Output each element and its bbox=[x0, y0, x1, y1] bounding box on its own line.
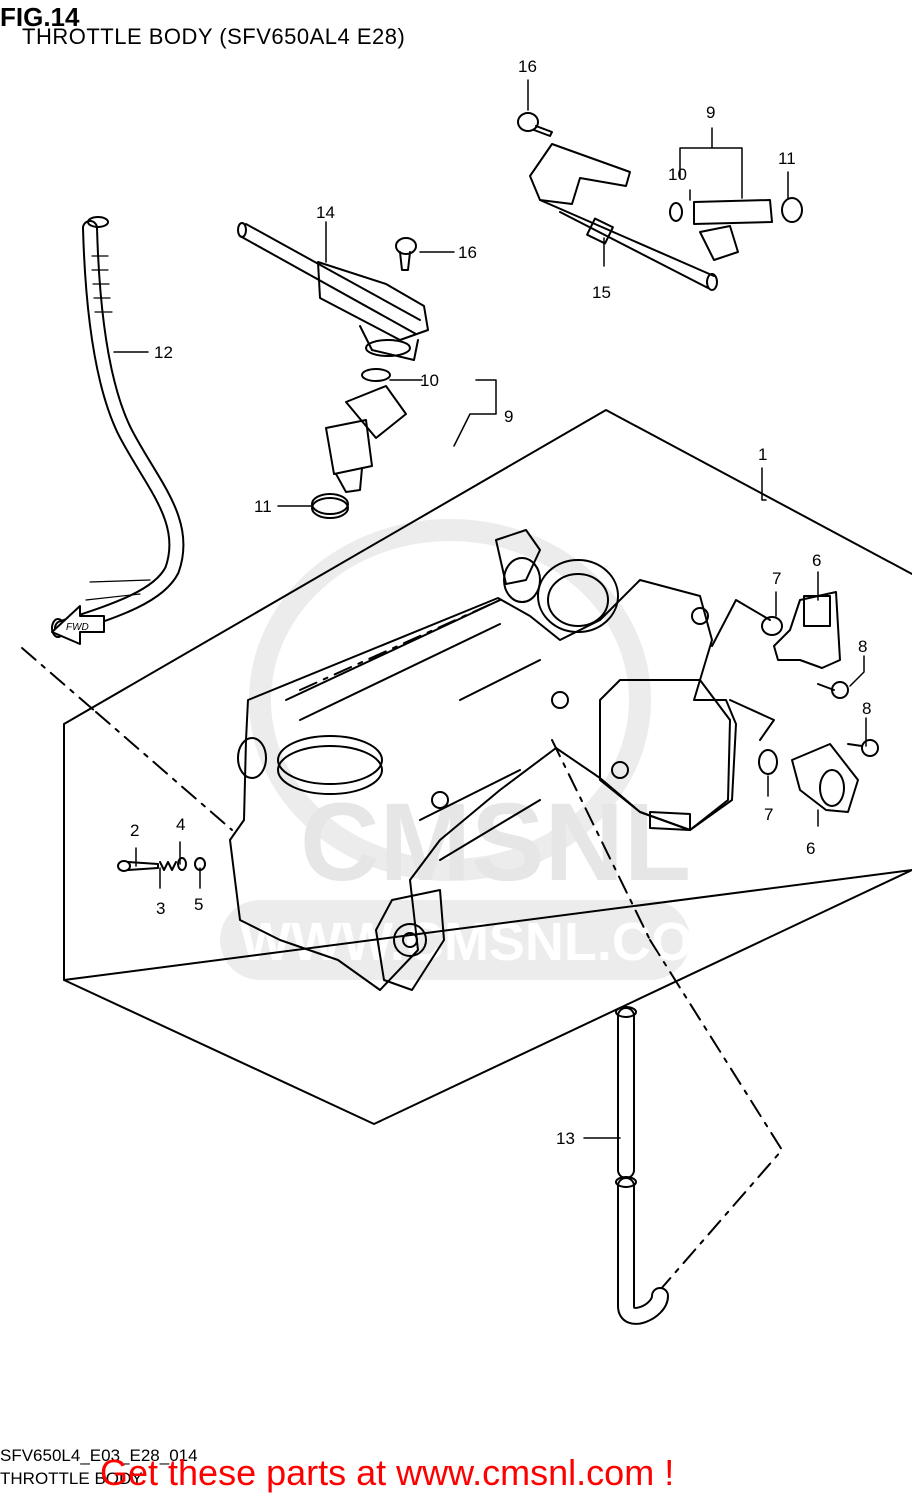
seal-11-lower bbox=[311, 493, 349, 519]
callout-4: 4 bbox=[176, 815, 185, 834]
watermark: CMSNL WWW.CMSNL.COM bbox=[220, 519, 738, 980]
callout-16-lower: 16 bbox=[458, 243, 477, 262]
callout-1: 1 bbox=[758, 445, 767, 464]
callout-6-lower: 6 bbox=[806, 839, 815, 858]
fwd-label: FWD bbox=[66, 622, 89, 633]
callout-8-lower: 8 bbox=[862, 699, 871, 718]
bolt-16-mid bbox=[395, 237, 417, 271]
hose-12 bbox=[51, 216, 185, 638]
callout-leaders bbox=[113, 79, 867, 1139]
sensor-6-upper bbox=[773, 591, 841, 669]
watermark-site: WWW.CMSNL.COM bbox=[240, 912, 738, 972]
fuel-pipe-15 bbox=[529, 143, 718, 291]
callout-12: 12 bbox=[154, 343, 173, 362]
o-ring-7-lower bbox=[758, 749, 778, 775]
callout-7-lower: 7 bbox=[764, 805, 773, 824]
sensor-bracket-line bbox=[711, 599, 775, 741]
callout-15: 15 bbox=[592, 283, 611, 302]
diagram-name: THROTTLE BODY bbox=[0, 1469, 143, 1488]
callout-8-upper: 8 bbox=[858, 637, 867, 656]
throttle-body bbox=[229, 529, 737, 991]
callout-9-lower: 9 bbox=[504, 407, 513, 426]
callout-13: 13 bbox=[556, 1129, 575, 1148]
injector-9-upper bbox=[669, 197, 803, 261]
washer-4 bbox=[177, 857, 187, 871]
fuel-pipe-14 bbox=[237, 222, 429, 361]
spring-3 bbox=[159, 861, 177, 871]
callout-9-upper: 9 bbox=[706, 103, 715, 122]
callout-3: 3 bbox=[156, 899, 165, 918]
o-ring-7-upper bbox=[761, 616, 783, 636]
callout-6-upper: 6 bbox=[812, 551, 821, 570]
assembly-outline bbox=[63, 409, 912, 1125]
watermark-brand: CMSNL bbox=[300, 781, 691, 904]
callout-11-upper: 11 bbox=[778, 149, 796, 168]
screw-8-upper bbox=[817, 681, 849, 699]
screw-2 bbox=[117, 860, 159, 872]
callout-16-upper: 16 bbox=[518, 57, 537, 76]
fwd-arrow-icon bbox=[51, 605, 105, 645]
callout-2: 2 bbox=[130, 821, 139, 840]
diagram-code: SFV650L4_E03_E28_014 bbox=[0, 1446, 198, 1465]
sensor-6-lower bbox=[791, 743, 859, 813]
callout-10-upper: 10 bbox=[668, 165, 687, 184]
bolt-16-top bbox=[517, 112, 553, 137]
figure-label: FIG.14 bbox=[0, 2, 80, 32]
callout-14: 14 bbox=[316, 203, 335, 222]
callouts: 1 2 3 4 5 6 6 7 7 8 8 9 9 10 10 11 11 12… bbox=[130, 57, 871, 1148]
injector-9-lower bbox=[325, 368, 407, 493]
cta-link[interactable]: Get these parts at www.cmsnl.com ! bbox=[100, 1452, 675, 1493]
callout-10-lower: 10 bbox=[420, 371, 439, 390]
callout-5: 5 bbox=[194, 895, 203, 914]
hose-13 bbox=[615, 1006, 669, 1325]
screw-8-lower bbox=[847, 739, 879, 757]
figure-subtitle: THROTTLE BODY (SFV650AL4 E28) bbox=[22, 24, 406, 49]
callout-7-upper: 7 bbox=[772, 569, 781, 588]
callout-11-lower: 11 bbox=[254, 497, 272, 516]
